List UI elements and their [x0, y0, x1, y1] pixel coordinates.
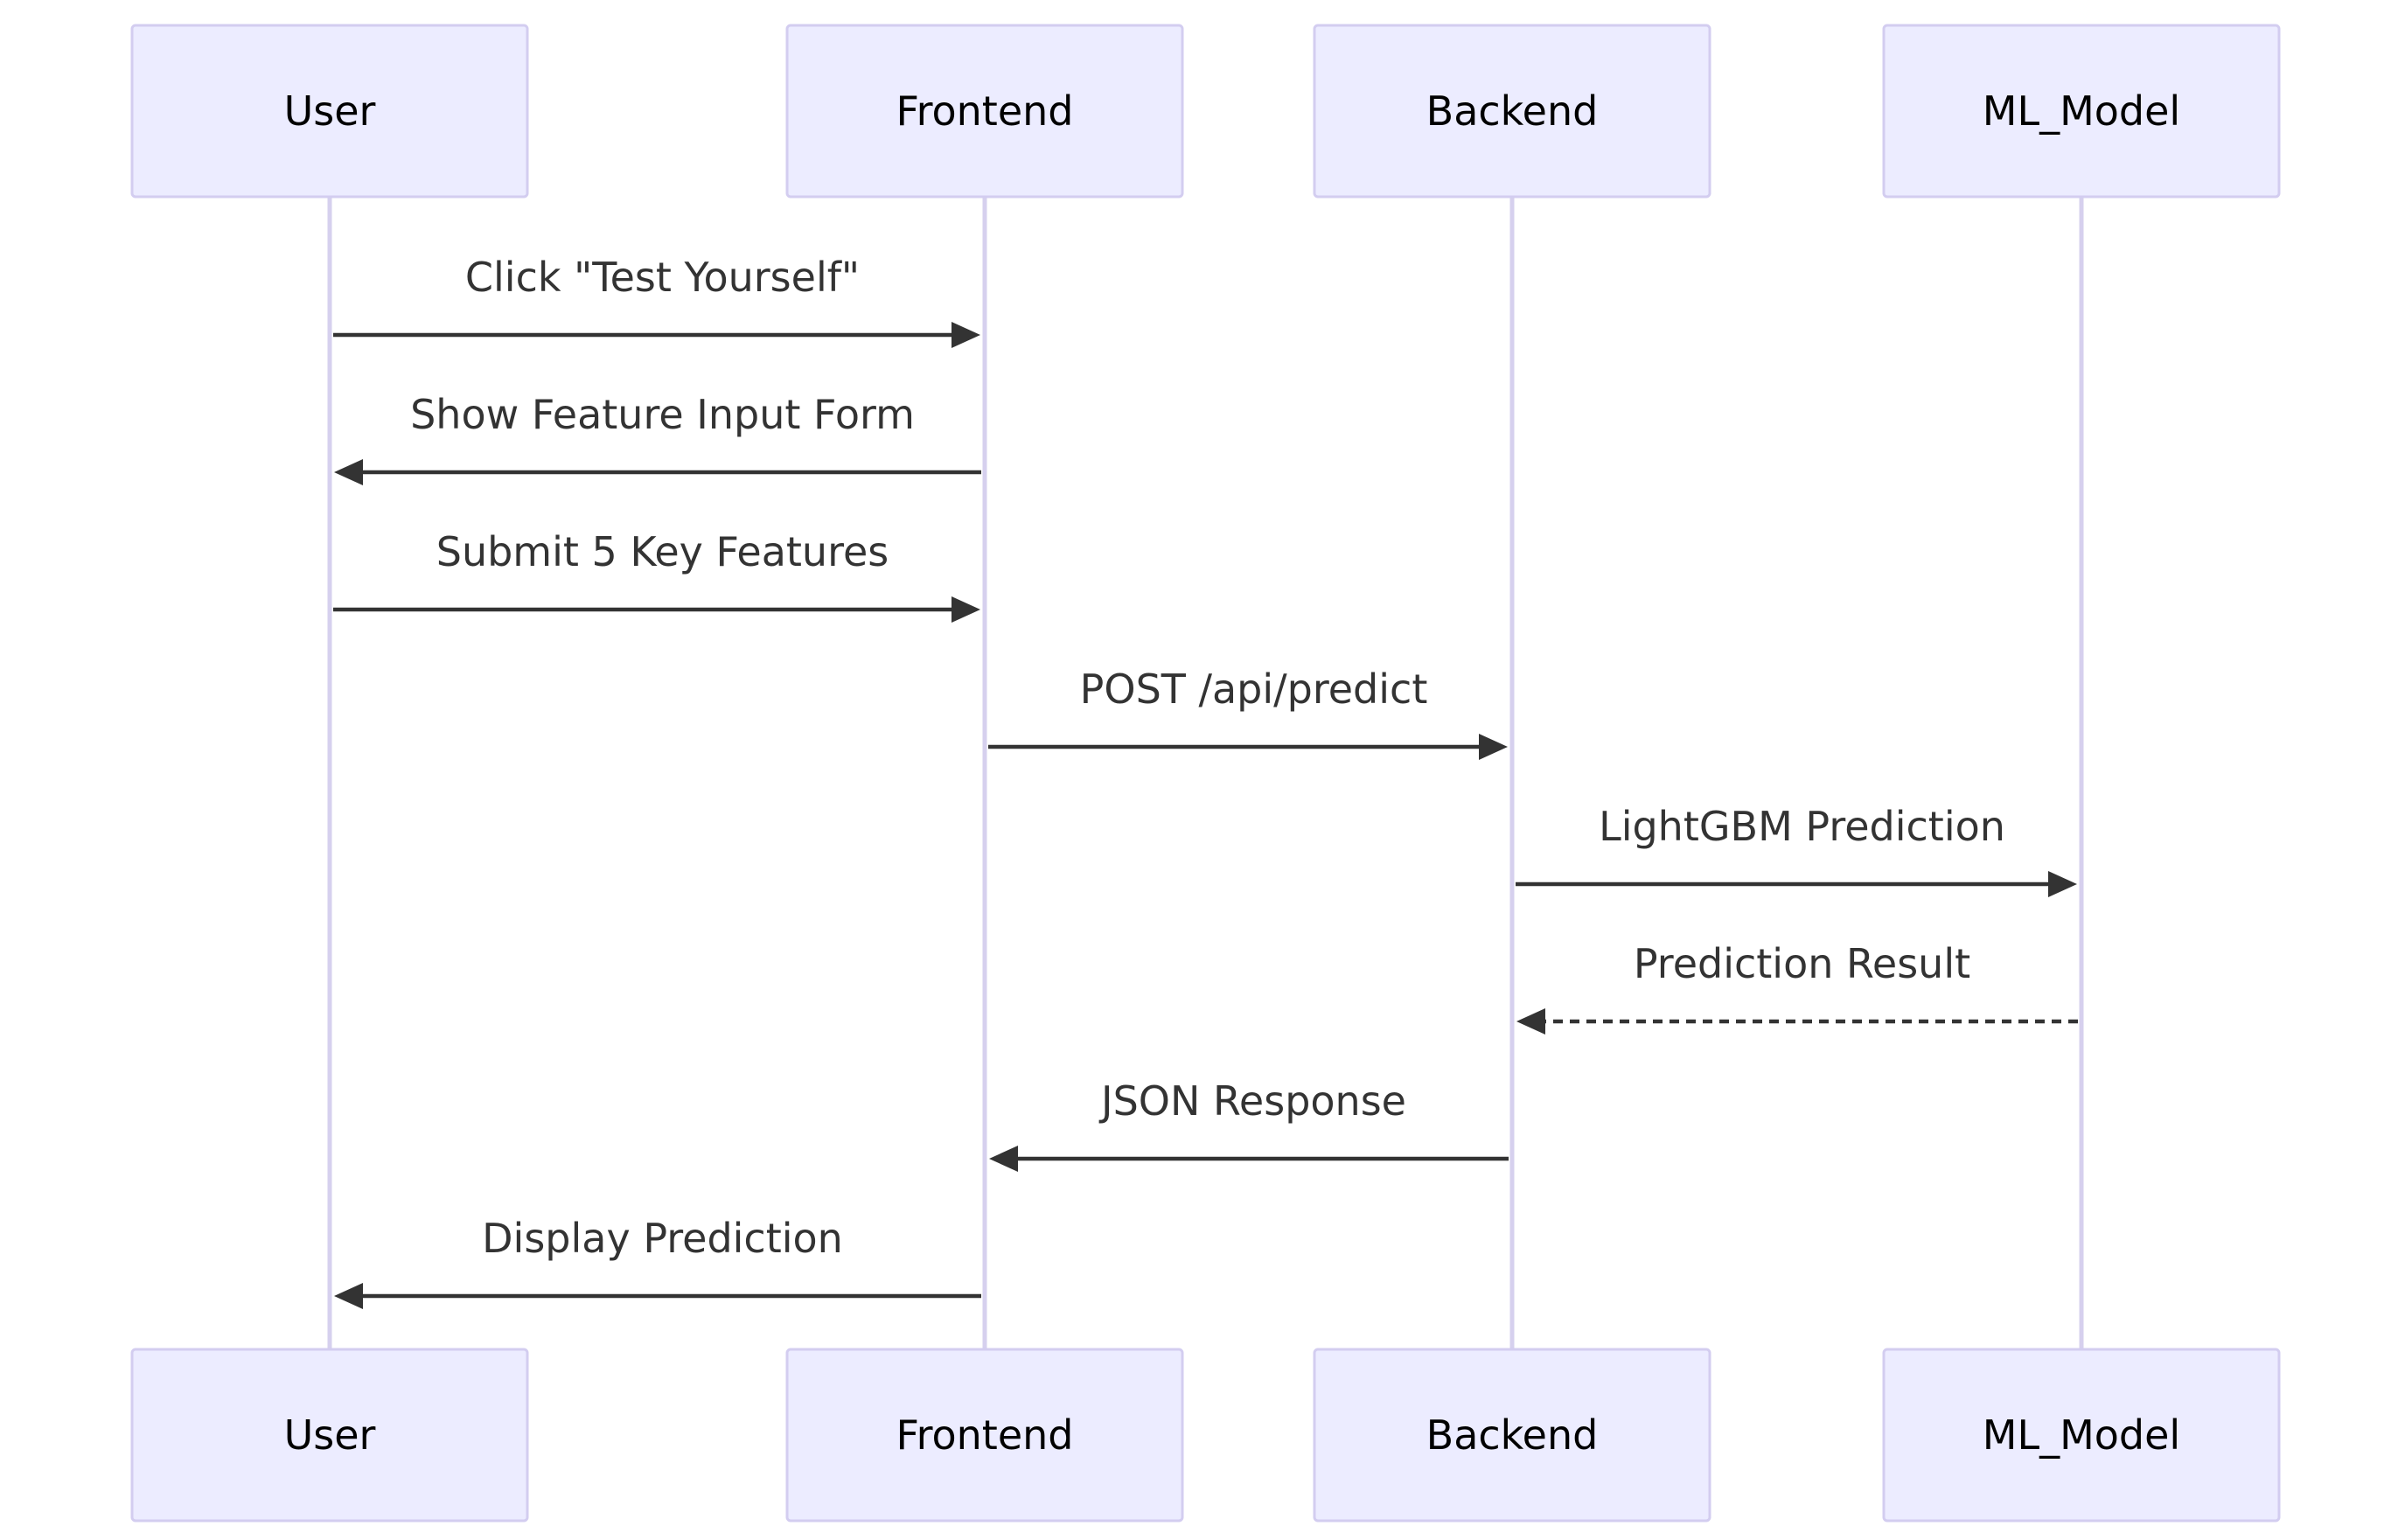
arrowhead-icon — [952, 596, 980, 623]
message-label: Click "Test Yourself" — [465, 254, 860, 301]
participant-box — [1882, 1348, 2281, 1523]
message-2: Show Feature Input Form — [334, 391, 981, 485]
message-label: JSON Response — [1098, 1077, 1406, 1125]
participant-box — [1313, 24, 1711, 199]
participant-bottom-ml_model: ML_Model — [1882, 1348, 2281, 1523]
participant-box — [1882, 24, 2281, 199]
message-label: Prediction Result — [1634, 940, 1970, 987]
message-label: Display Prediction — [482, 1215, 843, 1262]
arrowhead-icon — [1479, 734, 1508, 760]
participant-bottom-backend: Backend — [1313, 1348, 1711, 1523]
participant-top-frontend: Frontend — [785, 24, 1184, 199]
participant-label: User — [284, 1411, 376, 1459]
messages: Click "Test Yourself" Show Feature Input … — [333, 254, 2078, 1309]
participant-label: User — [284, 87, 376, 135]
participant-bottom-frontend: Frontend — [785, 1348, 1184, 1523]
participant-box — [1313, 1348, 1711, 1523]
participants-bottom: User Frontend Backend ML_Model — [130, 1348, 2281, 1523]
message-label: LightGBM Prediction — [1599, 803, 2005, 850]
participant-top-backend: Backend — [1313, 24, 1711, 199]
participant-label: ML_Model — [1983, 1411, 2180, 1459]
participant-top-ml_model: ML_Model — [1882, 24, 2281, 199]
arrowhead-icon — [334, 459, 363, 485]
arrowhead-icon — [2048, 871, 2077, 897]
participant-label: Backend — [1426, 1411, 1599, 1459]
message-label: POST /api/predict — [1080, 665, 1428, 713]
participant-top-user: User — [130, 24, 529, 199]
participant-label: Frontend — [896, 87, 1073, 135]
participant-box — [130, 1348, 529, 1523]
arrowhead-icon — [1516, 1008, 1545, 1035]
participant-bottom-user: User — [130, 1348, 529, 1523]
lifelines — [327, 197, 2084, 1349]
participant-label: ML_Model — [1983, 87, 2180, 135]
message-label: Submit 5 Key Features — [436, 528, 889, 575]
message-3: Submit 5 Key Features — [333, 528, 980, 623]
participant-label: Frontend — [896, 1411, 1073, 1459]
participants-top: User Frontend Backend ML_Model — [130, 24, 2281, 199]
message-8: Display Prediction — [334, 1215, 981, 1309]
message-5: LightGBM Prediction — [1516, 803, 2077, 897]
message-4: POST /api/predict — [988, 665, 1508, 760]
participant-box — [130, 24, 529, 199]
participant-box — [785, 24, 1184, 199]
message-1: Click "Test Yourself" — [333, 254, 980, 348]
arrowhead-icon — [334, 1283, 363, 1309]
arrowhead-icon — [952, 322, 980, 348]
message-label: Show Feature Input Form — [410, 391, 915, 438]
participant-label: Backend — [1426, 87, 1599, 135]
message-6: Prediction Result — [1516, 940, 2078, 1035]
message-7: JSON Response — [989, 1077, 1509, 1172]
arrowhead-icon — [989, 1146, 1018, 1172]
participant-box — [785, 1348, 1184, 1523]
